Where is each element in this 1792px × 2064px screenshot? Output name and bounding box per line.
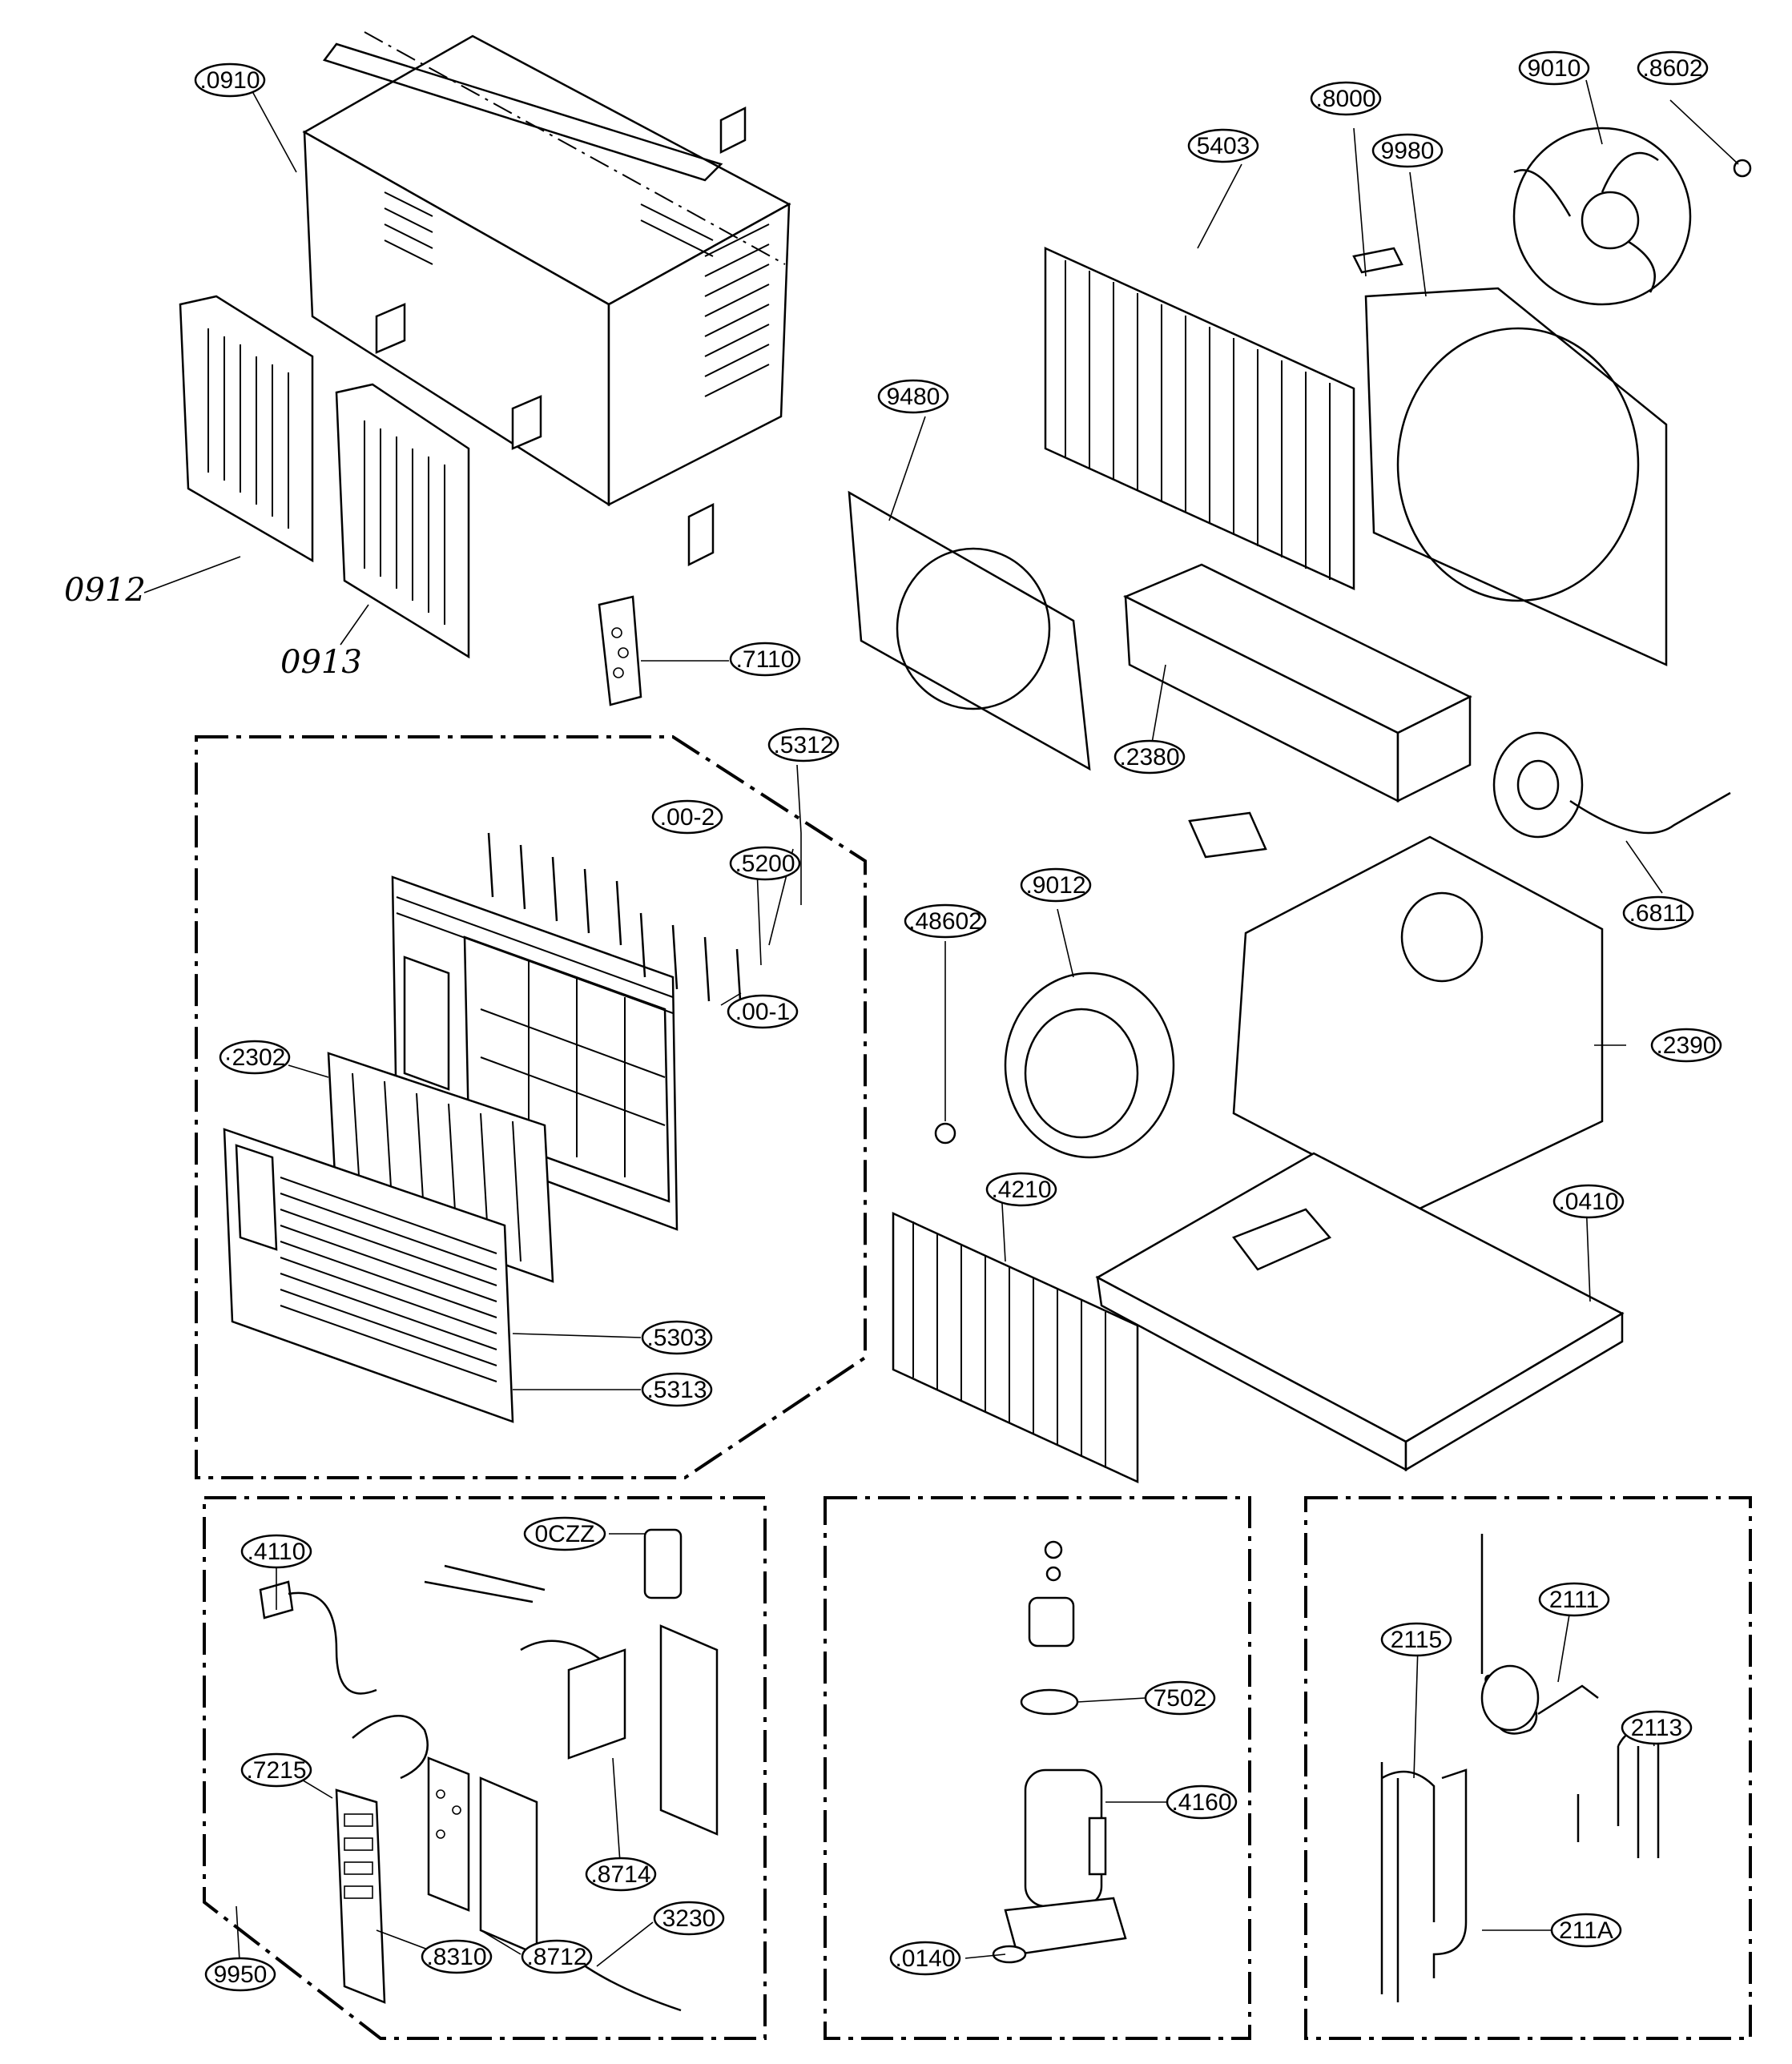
front-grille — [223, 1128, 514, 1423]
callout-4160: .4160 — [1166, 1784, 1238, 1820]
fan-motor-6811 — [1492, 731, 1731, 839]
callout-7215: .7215 — [240, 1752, 312, 1788]
base-pan-0410 — [1095, 1152, 1625, 1472]
partition-9480 — [848, 490, 1091, 771]
callout-2390: .2390 — [1650, 1028, 1722, 1063]
shroud-9980 — [1364, 287, 1668, 666]
callout-5200: .5200 — [729, 846, 801, 881]
callout-2380: .2380 — [1113, 739, 1186, 775]
svg-text:.5200: .5200 — [735, 851, 795, 877]
side-curtain-left — [179, 295, 314, 563]
svg-text:.7110: .7110 — [736, 646, 795, 673]
callout-9010: 9010 — [1518, 50, 1590, 86]
callout-labels: .0910 9010 .8602 .8000 5403 9980 9480 . — [64, 50, 1722, 1992]
callout-00-1: .00-1 — [727, 994, 799, 1029]
svg-text:.8310: .8310 — [426, 1944, 486, 1970]
svg-text:.9012: .9012 — [1025, 872, 1085, 899]
svg-text:.0410: .0410 — [1558, 1189, 1618, 1215]
cabinet-shell — [302, 31, 791, 567]
callout-0410: .0410 — [1552, 1184, 1625, 1219]
svg-text:.0140: .0140 — [895, 1945, 955, 1972]
callout-0CZZ: 0CZZ — [523, 1516, 606, 1551]
svg-text:9950: 9950 — [214, 1961, 268, 1988]
callout-8712: .8712 — [521, 1939, 593, 1974]
remote-control — [598, 595, 642, 706]
callout-2111: 2111 — [1538, 1582, 1610, 1617]
evaporator-housing-2390 — [1188, 811, 1604, 1211]
svg-text:.0910: .0910 — [199, 67, 260, 94]
callout-5313: .5313 — [641, 1372, 713, 1407]
svg-text:.2390: .2390 — [1656, 1032, 1716, 1059]
section-frames — [195, 735, 1752, 2040]
svg-text:0CZZ: 0CZZ — [535, 1521, 595, 1547]
svg-text:2113: 2113 — [1631, 1715, 1683, 1741]
svg-text:2111: 2111 — [1549, 1587, 1599, 1613]
svg-text:.4110: .4110 — [248, 1539, 306, 1565]
svg-text:.5303: .5303 — [646, 1325, 707, 1351]
svg-text:.8602: .8602 — [1642, 55, 1702, 82]
svg-text:.4210: .4210 — [991, 1177, 1051, 1203]
callout-9012: .9012 — [1020, 867, 1092, 903]
callout-211A: 211A — [1550, 1913, 1622, 1948]
callout-5303: .5303 — [641, 1320, 713, 1355]
callout-0140: .0140 — [889, 1941, 961, 1976]
callout-0910: .0910 — [194, 62, 266, 98]
callout-7502: 7502 — [1144, 1680, 1216, 1716]
evaporator-coil-4210 — [892, 1212, 1139, 1483]
callout-00-2: .00-2 — [651, 799, 723, 835]
svg-text:.7215: .7215 — [246, 1757, 306, 1784]
callout-8602: .8602 — [1637, 50, 1709, 86]
callout-2113: 2113 — [1621, 1710, 1693, 1745]
tubing-parts — [1380, 1534, 1660, 2002]
callout-2302: ·2302 — [219, 1040, 291, 1075]
fan-blade-9010 — [1512, 127, 1752, 306]
callout-7110: .7110 — [729, 642, 801, 677]
callout-4110: .4110 — [240, 1534, 312, 1569]
callout-5403: 5403 — [1187, 128, 1259, 163]
svg-text:.00-1: .00-1 — [735, 999, 790, 1025]
louvers — [487, 832, 743, 1014]
svg-text:211A: 211A — [1559, 1917, 1613, 1944]
callout-5312: .5312 — [767, 727, 840, 762]
svg-text:.6811: .6811 — [1629, 900, 1688, 927]
handwritten-label-0912: 0912 — [64, 572, 146, 609]
svg-text:9010: 9010 — [1528, 55, 1581, 82]
svg-text:.5313: .5313 — [646, 1377, 707, 1403]
callout-8310: .8310 — [421, 1939, 493, 1974]
svg-text:.8714: .8714 — [590, 1861, 650, 1888]
svg-text:2115: 2115 — [1391, 1627, 1443, 1653]
condenser-coil-5403 — [1044, 247, 1355, 590]
callout-3230: 3230 — [653, 1901, 725, 1936]
svg-text:.48602: .48602 — [908, 908, 982, 935]
callout-9980: 9980 — [1371, 133, 1444, 168]
compressor-parts — [992, 1540, 1127, 1964]
svg-text:9480: 9480 — [887, 384, 940, 410]
svg-text:.4160: .4160 — [1171, 1789, 1231, 1816]
svg-text:.2380: .2380 — [1119, 744, 1179, 770]
svg-text:.5312: .5312 — [773, 732, 833, 758]
bracket-8000 — [1352, 247, 1403, 274]
callout-4210: .4210 — [985, 1172, 1057, 1207]
callout-8714: .8714 — [585, 1857, 657, 1892]
callout-9480: 9480 — [877, 379, 949, 414]
svg-text:.8000: .8000 — [1315, 86, 1375, 112]
svg-text:.8712: .8712 — [526, 1944, 586, 1970]
side-curtain-right — [335, 383, 470, 659]
svg-text:·2302: ·2302 — [224, 1044, 286, 1071]
svg-text:3230: 3230 — [662, 1905, 716, 1932]
callout-8000: .8000 — [1310, 81, 1382, 116]
drain-pan-2380 — [1123, 563, 1472, 803]
svg-text:9980: 9980 — [1381, 138, 1435, 164]
handwritten-label-0913: 0913 — [280, 644, 362, 681]
blower-wheel-9012 — [934, 972, 1175, 1159]
callout-6811: .6811 — [1622, 895, 1694, 931]
svg-text:5403: 5403 — [1197, 133, 1250, 159]
svg-text:7502: 7502 — [1154, 1685, 1207, 1712]
callout-48602: .48602 — [904, 903, 987, 939]
callout-9950: 9950 — [204, 1957, 276, 1992]
svg-text:.00-2: .00-2 — [660, 804, 715, 831]
electrical-parts — [259, 1528, 719, 2012]
callout-2115: 2115 — [1380, 1622, 1452, 1657]
